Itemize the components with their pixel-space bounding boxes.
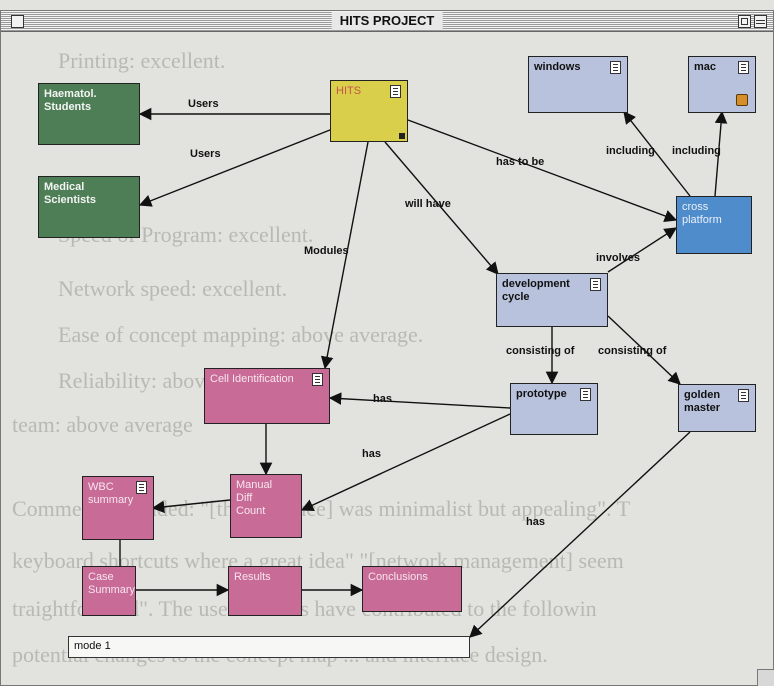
- link-involves: [607, 227, 678, 273]
- node-label: development cycle: [502, 278, 570, 303]
- collapse-box-icon[interactable]: [754, 15, 767, 28]
- document-icon[interactable]: [390, 85, 401, 98]
- link-will-have: [384, 141, 499, 275]
- node-label: prototype: [516, 388, 567, 400]
- mac-finder-icon: [736, 94, 748, 106]
- link-label-has: has: [362, 448, 381, 460]
- link-consisting-2: [607, 315, 681, 385]
- node-conclusions[interactable]: Conclusions: [362, 566, 462, 612]
- link-has-1: [328, 392, 511, 409]
- link-label-users: Users: [188, 98, 219, 110]
- zoom-box-icon[interactable]: [738, 15, 751, 28]
- node-case-summary[interactable]: Case Summary: [82, 566, 136, 616]
- document-icon[interactable]: [580, 388, 591, 401]
- node-label: HITS: [336, 85, 362, 97]
- link-label-will-have: will have: [405, 198, 451, 210]
- node-label: mac: [694, 61, 717, 73]
- link-has-3: [469, 431, 691, 638]
- link-label-has: has: [373, 393, 392, 405]
- document-icon[interactable]: [610, 61, 621, 74]
- node-label: Haematol. Students: [44, 88, 97, 113]
- node-label: Conclusions: [368, 571, 428, 583]
- window-title: HITS PROJECT: [331, 12, 443, 30]
- link-manual-wbc: [151, 499, 231, 514]
- document-icon[interactable]: [738, 389, 749, 402]
- node-haematol-students[interactable]: Haematol. Students: [38, 83, 140, 145]
- node-hits[interactable]: HITS: [330, 80, 408, 142]
- node-label: Cell Identification: [210, 373, 294, 385]
- title-bar[interactable]: HITS PROJECT: [1, 11, 773, 32]
- link-label-including: including: [606, 145, 655, 157]
- node-development-cycle[interactable]: development cycle: [496, 273, 608, 327]
- document-icon[interactable]: [312, 373, 323, 386]
- window-resize-handle[interactable]: [757, 669, 774, 686]
- link-label-users: Users: [190, 148, 221, 160]
- bg-line: Network speed: excellent.: [58, 276, 288, 301]
- link-label-has-to-be: has to be: [496, 156, 545, 168]
- link-has-to-be: [407, 119, 678, 222]
- document-icon[interactable]: [136, 481, 147, 494]
- bg-line: team: above average: [12, 412, 193, 437]
- mode-label: mode 1: [74, 640, 111, 652]
- link-modules: [320, 141, 369, 370]
- mode-field[interactable]: mode 1: [68, 636, 470, 658]
- link-label-including: including: [672, 145, 721, 157]
- bg-line: Printing: excellent.: [58, 48, 226, 73]
- node-manual-diff-count[interactable]: Manual Diff Count: [230, 474, 302, 538]
- node-label: windows: [534, 61, 581, 73]
- node-golden-master[interactable]: golden master: [678, 384, 756, 432]
- node-medical-scientists[interactable]: Medical Scientists: [38, 176, 140, 238]
- bg-line: Ease of concept mapping: above average.: [58, 322, 424, 347]
- node-label: Case Summary: [88, 571, 136, 596]
- node-label: Manual Diff Count: [236, 479, 273, 517]
- close-box-icon[interactable]: [11, 15, 24, 28]
- node-wbc-summary[interactable]: WBC summary: [82, 476, 154, 540]
- document-icon[interactable]: [590, 278, 601, 291]
- link-users-2: [138, 127, 336, 207]
- link-label-modules: Modules: [304, 245, 349, 257]
- link-label-involves: involves: [596, 252, 641, 264]
- node-label: cross platform: [682, 201, 722, 226]
- link-has-2: [300, 413, 511, 511]
- node-mac[interactable]: mac: [688, 56, 756, 113]
- node-cross-platform[interactable]: cross platform: [676, 196, 752, 254]
- node-results[interactable]: Results: [228, 566, 302, 616]
- node-label: golden master: [684, 389, 721, 414]
- node-prototype[interactable]: prototype: [510, 383, 598, 435]
- link-including-1: [623, 111, 691, 197]
- link-label-has: has: [526, 516, 545, 528]
- node-label: Results: [234, 571, 271, 583]
- node-cell-identification[interactable]: Cell Identification: [204, 368, 330, 424]
- resize-corner-icon[interactable]: [399, 133, 405, 139]
- link-label-consisting-of: consisting of: [598, 345, 667, 357]
- node-label: WBC summary: [88, 481, 134, 506]
- document-icon[interactable]: [738, 61, 749, 74]
- node-windows[interactable]: windows: [528, 56, 628, 113]
- node-label: Medical Scientists: [44, 181, 96, 206]
- link-label-consisting-of: consisting of: [506, 345, 575, 357]
- link-including-2: [714, 110, 728, 197]
